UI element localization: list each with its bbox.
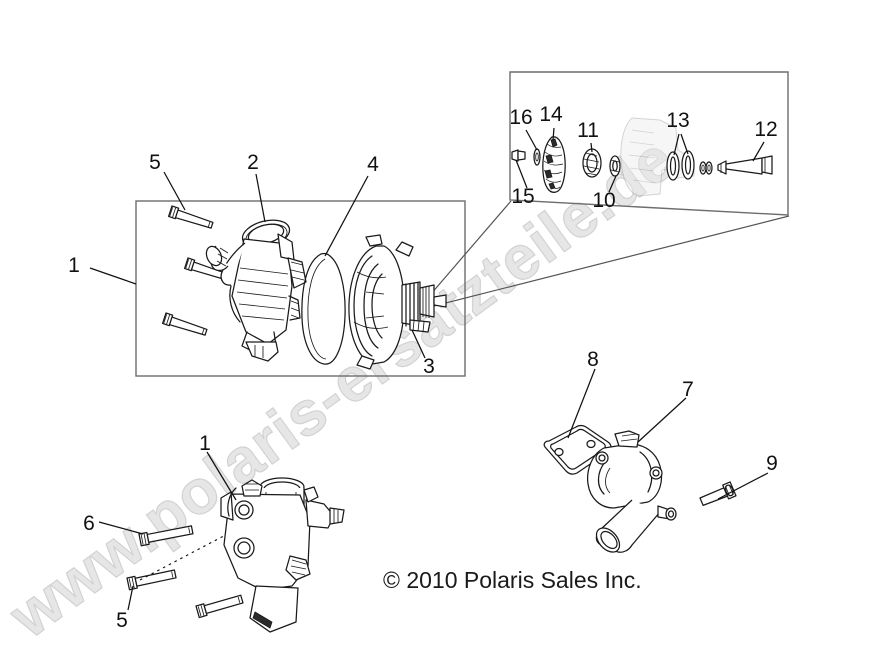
callout-11-inset: 11 (577, 119, 599, 142)
part-3-impeller-cover (348, 234, 447, 370)
callout-1-main: 1 (68, 254, 80, 277)
callout-13-inset: 13 (666, 109, 689, 132)
part-5-flange-bolt-short (126, 569, 177, 591)
part-12-pump-shaft (717, 155, 773, 175)
part-1-water-pump-assembly (220, 477, 345, 633)
callout-4-main: 4 (367, 153, 379, 176)
callout-3-main: 3 (423, 355, 435, 378)
part-5-flange-bolts-main (161, 205, 230, 336)
part-5-flange-bolt-bottom (195, 594, 244, 619)
part-9-housing-bolt (699, 481, 737, 506)
part-15-16-pin-and-clip (511, 148, 541, 166)
callout-14-inset: 14 (539, 103, 563, 126)
callout-leader-lines (89, 127, 769, 611)
part-7-thermostat-housing (586, 430, 677, 553)
part-11-mechanical-seal (582, 148, 602, 178)
callout-12-inset: 12 (754, 118, 777, 141)
callout-1-lower: 1 (199, 432, 211, 455)
detail-inset-box (509, 71, 789, 216)
callout-16-inset: 16 (509, 106, 532, 129)
part-14-impeller (542, 136, 566, 193)
callout-5-main: 5 (149, 151, 161, 174)
part-10-seal-washer (609, 155, 621, 177)
main-assembly-box (135, 200, 466, 377)
callout-10-inset: 10 (592, 189, 615, 212)
callout-2-main: 2 (247, 151, 259, 174)
callout-9-right: 9 (766, 452, 778, 475)
callout-5-lower: 5 (116, 609, 128, 632)
callout-numbers: 1 5 2 4 3 16 14 11 13 12 15 10 1 6 5 8 7… (68, 103, 778, 632)
callout-15-inset: 15 (511, 185, 534, 208)
callout-7-right: 7 (682, 378, 694, 401)
copyright-notice: © 2010 Polaris Sales Inc. (383, 567, 642, 593)
part-2-water-pump-housing (205, 219, 307, 362)
part-6-flange-bolt-long (138, 525, 194, 547)
callout-8-right: 8 (587, 348, 599, 371)
reference-crankcase-outline (620, 117, 695, 197)
callout-6-lower: 6 (83, 512, 95, 535)
part-13-o-ring-pair (666, 150, 713, 181)
part-4-o-ring-seal (301, 252, 346, 365)
